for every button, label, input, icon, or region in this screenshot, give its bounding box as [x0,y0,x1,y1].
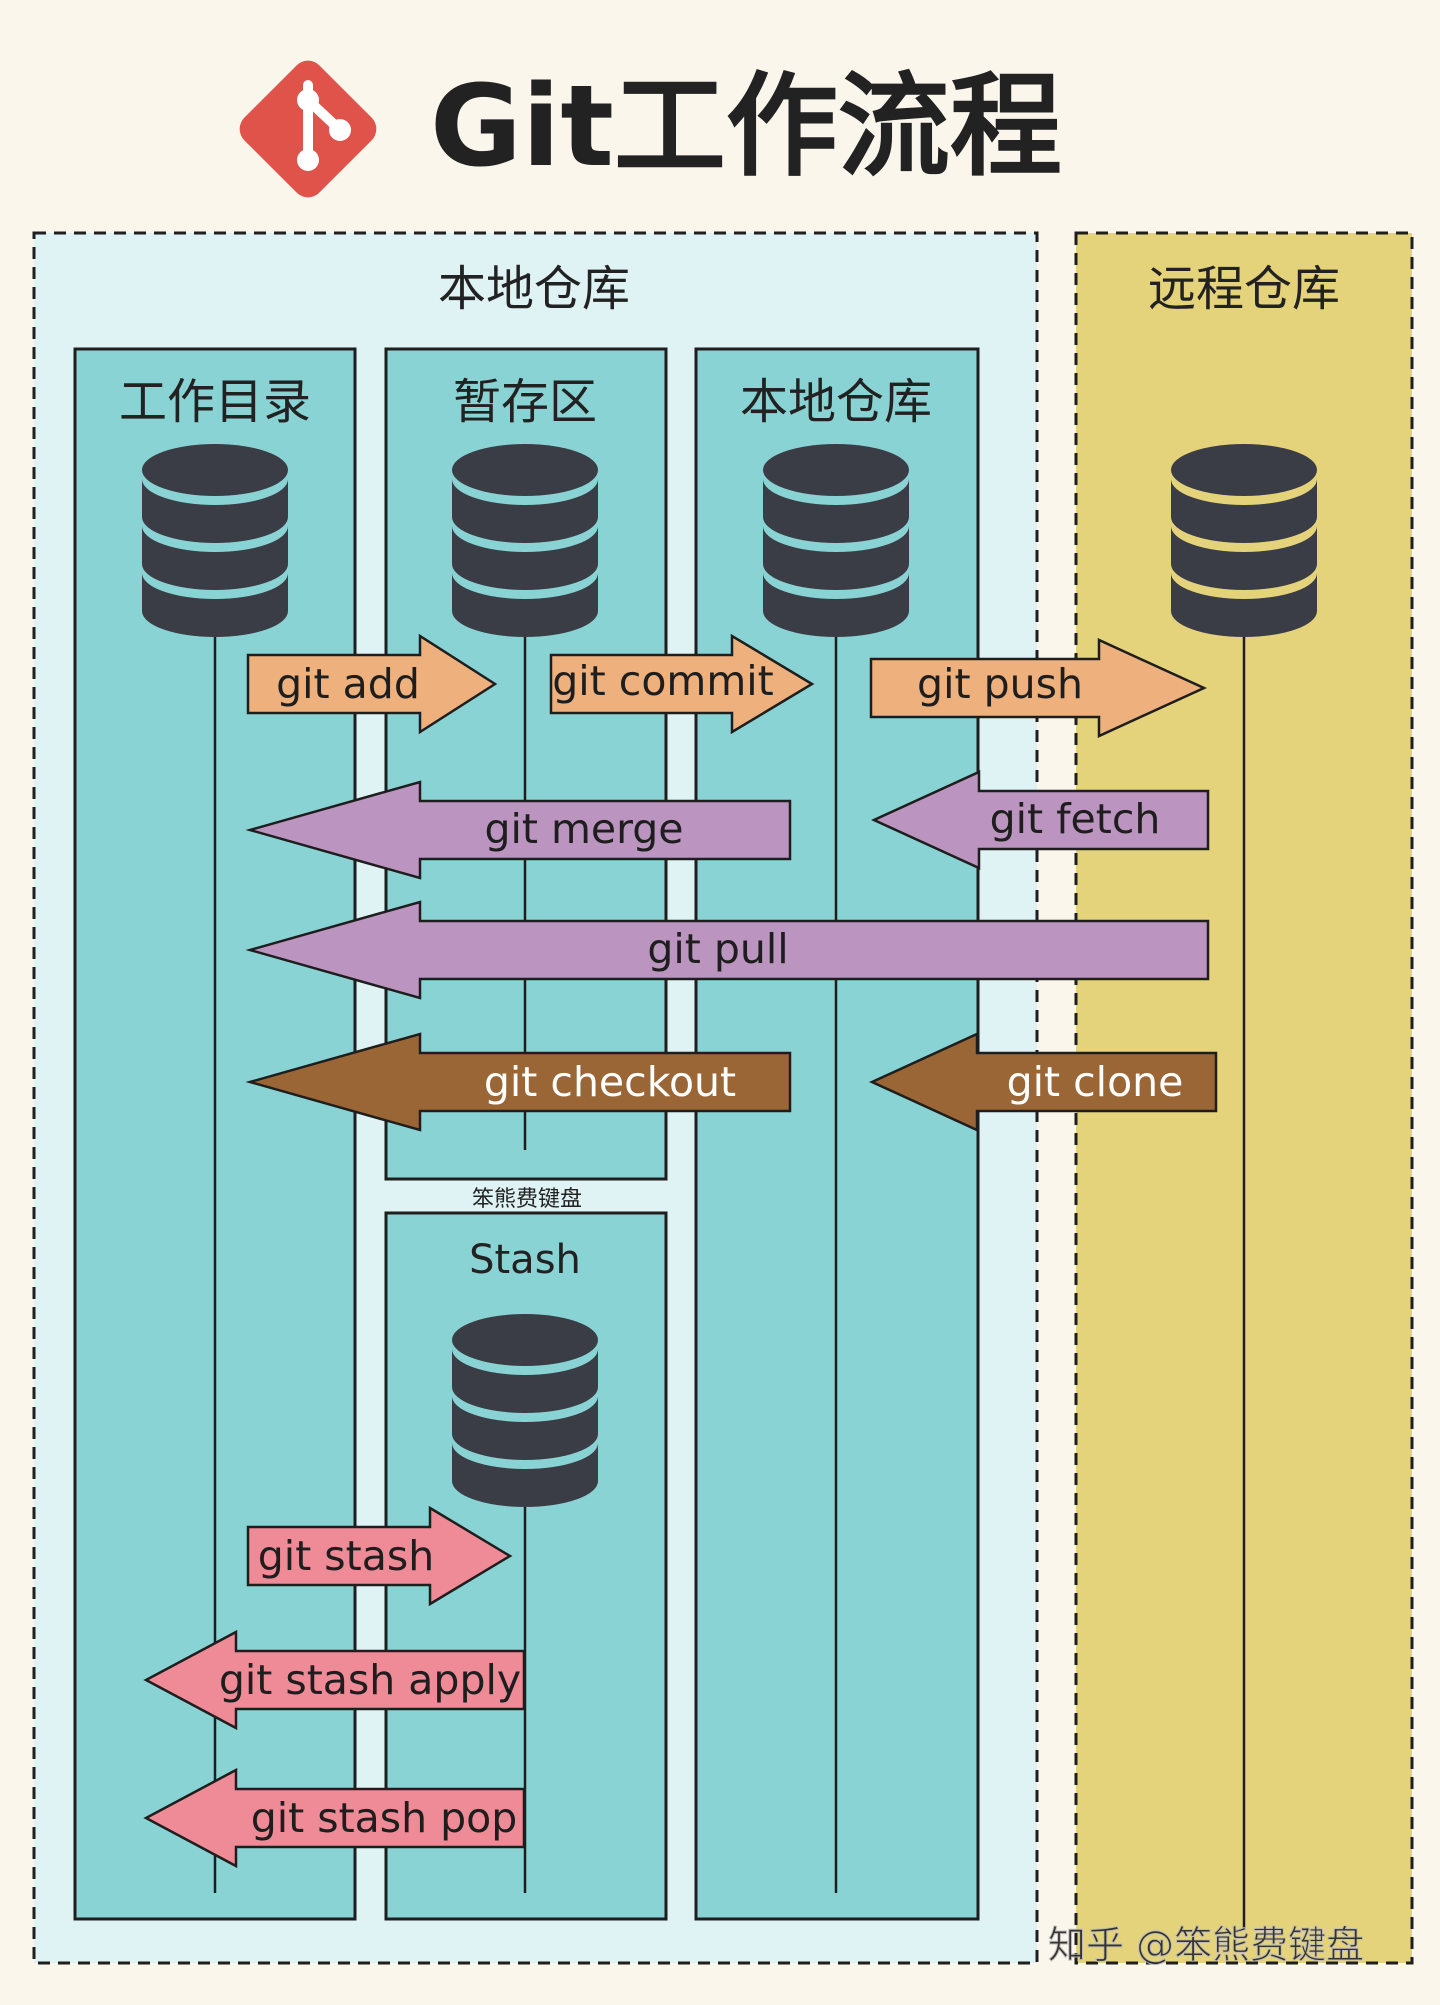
local-region-label: 本地仓库 [438,261,630,317]
git-logo-icon [239,60,377,198]
git-stash-pop-arrow [143,1767,526,1869]
small-caption: 笨熊费键盘 [472,1187,582,1212]
workdir-label: 工作目录 [119,374,311,430]
git-commit-arrow [549,633,815,735]
remote-database-icon [1171,444,1317,637]
staging-database-icon [452,444,598,637]
git-checkout-label: git checkout [484,1058,736,1106]
workdir-database-icon [142,444,288,637]
git-add-arrow [246,633,498,735]
git-stash-arrow [246,1505,513,1607]
git-stash-pop-label: git stash pop [251,1794,518,1842]
stash-label: Stash [469,1237,581,1283]
command-arrows [143,633,1218,1869]
local-repo-label: 本地仓库 [740,374,932,430]
local-repo-database-icon [763,444,909,637]
page-title: Git工作流程 [430,62,1062,192]
remote-region-label: 远程仓库 [1148,261,1340,317]
git-stash-apply-arrow [143,1629,526,1731]
git-push-arrow [869,638,1208,738]
git-stash-apply-label: git stash apply [219,1656,521,1704]
git-add-label: git add [276,660,420,708]
staging-label: 暂存区 [453,374,597,430]
git-clone-arrow [868,1032,1218,1132]
git-checkout-arrow [245,1032,792,1132]
git-fetch-arrow [870,770,1210,870]
git-merge-arrow [245,780,792,880]
git-stash-label: git stash [258,1532,434,1580]
stash-database-icon [452,1314,598,1507]
git-push-label: git push [917,660,1083,708]
git-pull-label: git pull [647,925,788,973]
git-fetch-label: git fetch [990,795,1161,843]
git-commit-label: git commit [552,657,774,705]
git-clone-label: git clone [1007,1058,1184,1106]
database-icons [142,444,1317,1507]
watermark: 知乎 @笨熊费键盘 [1048,1923,1364,1967]
git-merge-label: git merge [484,805,683,853]
git-pull-arrow [245,900,1210,1000]
